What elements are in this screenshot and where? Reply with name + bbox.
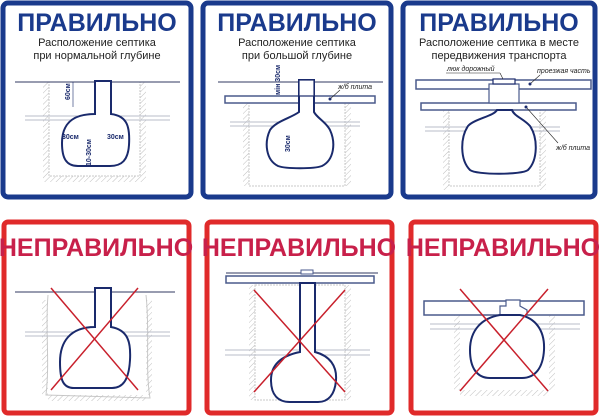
soil-hatch (345, 285, 351, 400)
cross-mark (50, 287, 139, 391)
septic-tank (468, 314, 546, 379)
road-hatch-frame (488, 83, 520, 104)
leader-dot (328, 97, 332, 101)
cross-mark (459, 288, 549, 392)
soil-hatch (454, 315, 460, 390)
cross-mark (253, 289, 346, 393)
road-hatch (499, 299, 528, 315)
panel-title: ПРАВИЛЬНО (419, 9, 579, 37)
septic-tank (265, 79, 335, 170)
panel-subtitle-line: при нормальной глубине (33, 50, 160, 62)
dimension-neck: 30см (285, 135, 292, 152)
panel-correct-great-depth: ПРАВИЛЬНО Расположение септика при больш… (200, 0, 394, 200)
soil-hatch (549, 315, 555, 390)
panel-subtitle-line: передвижения транспорта (431, 50, 567, 62)
leader-line (529, 74, 541, 85)
label-road-hatch: люк дорожный (446, 65, 495, 73)
leader-dot (524, 105, 528, 109)
concrete-slab (420, 102, 577, 111)
panel-subtitle-line: Расположение септика (38, 37, 157, 49)
soil-hatch (540, 110, 546, 190)
dimension-right: 30см (107, 134, 124, 141)
dimension-bottom: 10-30см (86, 139, 93, 166)
leader-line (499, 72, 504, 80)
soil-hatch (49, 176, 140, 182)
panel-incorrect-1: НЕПРАВИЛЬНО (0, 219, 193, 416)
soil-hatch (345, 103, 351, 186)
panel-title: ПРАВИЛЬНО (217, 9, 377, 37)
soil-hatch (42, 300, 48, 395)
dimension-left: 30см (62, 134, 79, 141)
soil-hatch (243, 103, 249, 186)
panel-incorrect-3: НЕПРАВИЛЬНО (406, 219, 600, 416)
dimension-depth: 60см (65, 83, 72, 100)
road-hatch-cover (492, 78, 516, 85)
panel-title: НЕПРАВИЛЬНО (406, 234, 600, 262)
leader-line (525, 106, 559, 144)
panel-incorrect-2: НЕПРАВИЛЬНО (202, 219, 396, 416)
leader-dot (528, 82, 532, 86)
panel-subtitle-line: Расположение септика в месте (419, 37, 579, 49)
soil-hatch (146, 300, 152, 395)
panel-title: ПРАВИЛЬНО (17, 9, 177, 37)
tank-neck (298, 79, 315, 97)
tank-lid (300, 269, 314, 275)
panel-subtitle-line: при большой глубине (242, 50, 352, 62)
soil-hatch (460, 390, 549, 396)
concrete-slab (225, 275, 375, 284)
label-roadway: проезжая часть (537, 68, 591, 75)
septic-tank (461, 109, 537, 175)
soil-hatch (140, 82, 146, 182)
septic-tank (60, 80, 131, 167)
soil-hatch (43, 82, 49, 182)
panel-subtitle-line: Расположение септика (238, 37, 357, 49)
soil-hatch (443, 110, 449, 190)
label-slab: ж/б плита (555, 144, 590, 152)
panel-correct-normal-depth: ПРАВИЛЬНО Расположение септика при норма… (0, 0, 194, 200)
panel-title: НЕПРАВИЛЬНО (202, 234, 396, 262)
label-slab: ж/б плита (337, 83, 372, 91)
septic-tank (269, 282, 338, 403)
panel-title: НЕПРАВИЛЬНО (0, 234, 193, 262)
dimension-min: мін 30см (274, 65, 282, 95)
panel-correct-traffic-area: ПРАВИЛЬНО Расположение септика в месте п… (400, 0, 598, 200)
soil-hatch (48, 395, 146, 401)
leader-line (329, 89, 341, 100)
soil-hatch (249, 285, 255, 400)
